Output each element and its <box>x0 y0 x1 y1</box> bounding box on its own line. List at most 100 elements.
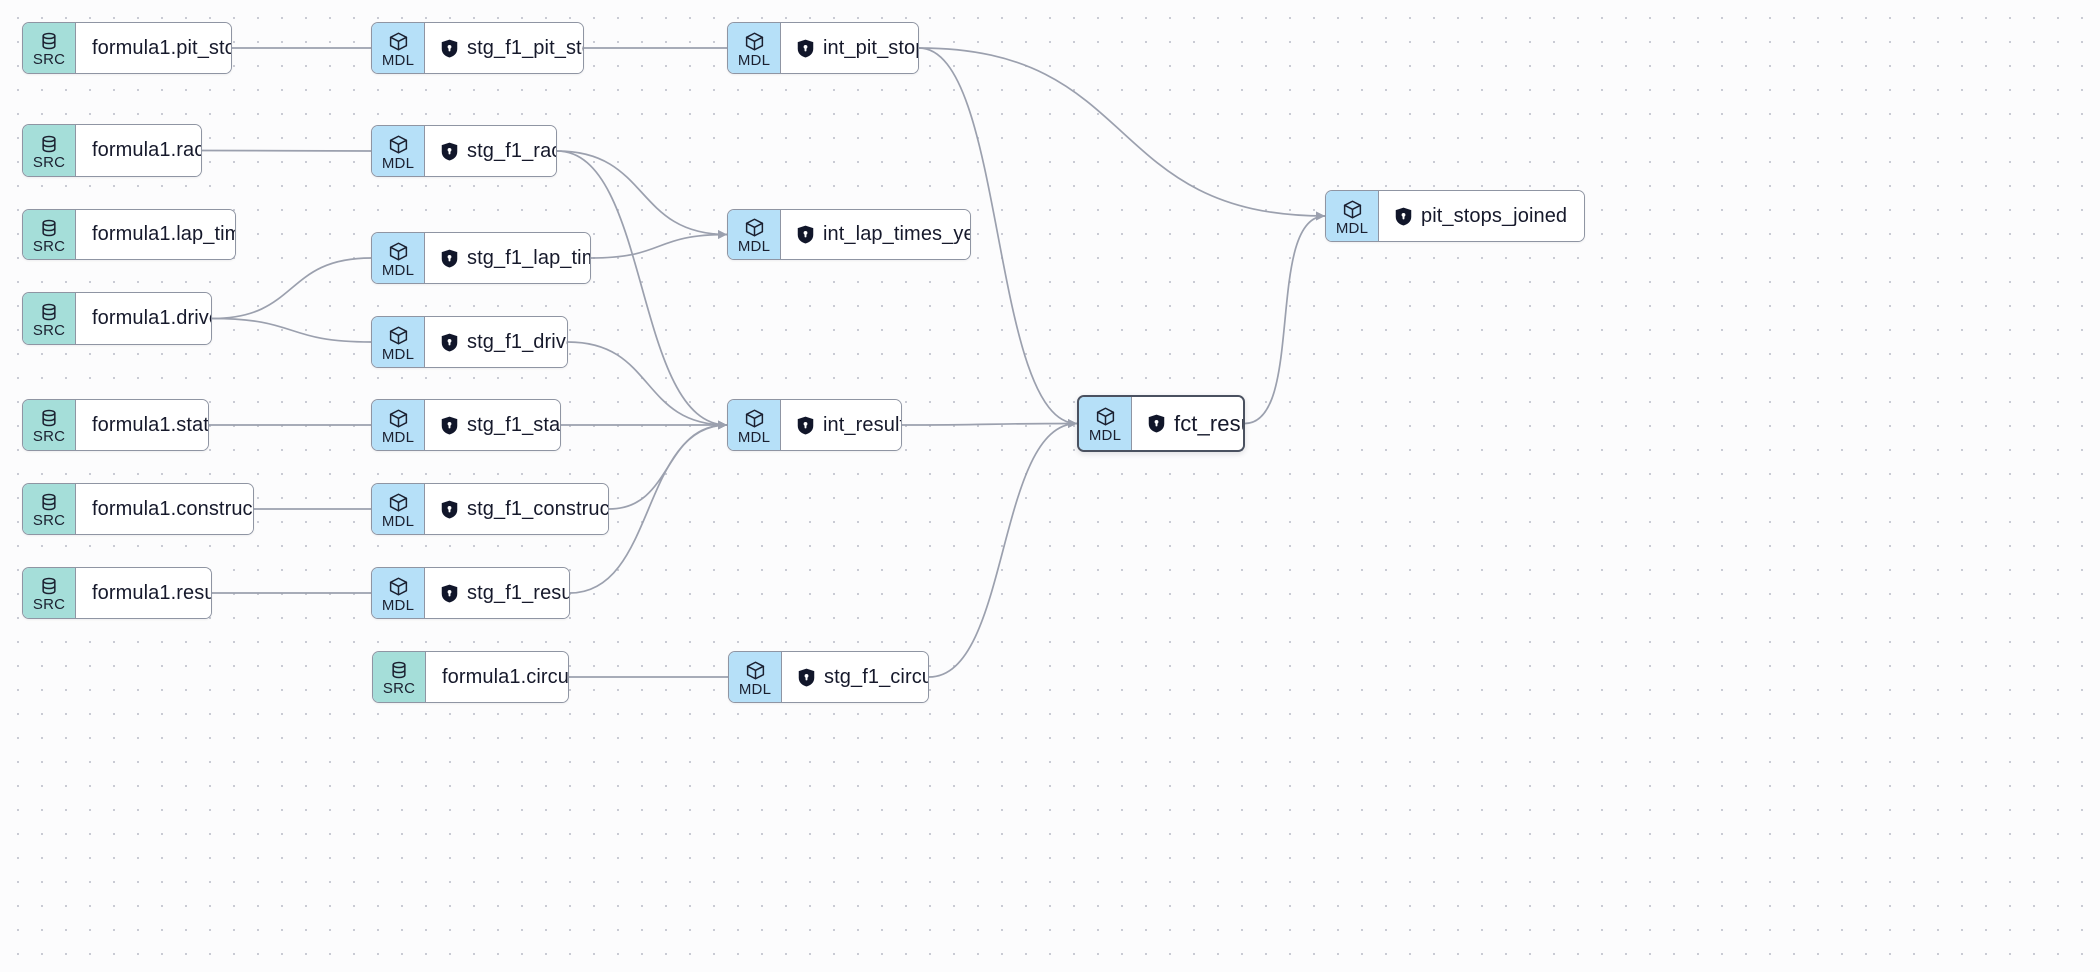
graph-edge-fct_results-to-pit_stops_joined <box>1244 215 1326 425</box>
edge-arrowhead <box>718 420 727 430</box>
graph-node-src_races[interactable]: SRC formula1.races <box>22 124 202 177</box>
node-label: formula1.constructors <box>92 497 253 520</box>
graph-node-pit_stops_joined[interactable]: MDL pit_stops_joined <box>1325 190 1585 242</box>
shield-badge-icon <box>798 668 815 686</box>
node-kind-badge-mdl: MDL <box>372 484 425 534</box>
node-label: formula1.results <box>92 581 211 604</box>
edge-arrowhead <box>1316 211 1325 221</box>
node-kind-label: MDL <box>381 51 415 69</box>
node-body[interactable]: pit_stops_joined <box>1379 191 1584 241</box>
node-label: int_results <box>823 413 901 436</box>
graph-node-src_status[interactable]: SRC formula1.status <box>22 399 209 451</box>
graph-node-int_results[interactable]: MDL int_results <box>727 399 902 451</box>
node-kind-label: MDL <box>381 345 415 363</box>
graph-node-src_constructors[interactable]: SRC formula1.constructors <box>22 483 254 535</box>
node-body[interactable]: int_results <box>781 400 901 450</box>
graph-edge-src_races-to-stg_f1_races <box>201 149 372 152</box>
node-label: formula1.drivers <box>92 307 211 329</box>
node-kind-badge-mdl: MDL <box>372 233 425 283</box>
node-body[interactable]: stg_f1_drivers <box>425 317 567 367</box>
graph-edge-stg_f1_races-to-int_results <box>556 150 728 426</box>
graph-node-int_lap_times_years[interactable]: MDL int_lap_times_years <box>727 209 971 260</box>
node-label: int_lap_times_years <box>823 223 970 245</box>
node-body[interactable]: int_lap_times_years <box>781 210 970 259</box>
node-kind-label: MDL <box>738 680 772 698</box>
graph-node-stg_f1_circuits[interactable]: MDL stg_f1_circuits <box>728 651 929 703</box>
node-kind-label: MDL <box>1335 219 1369 237</box>
node-body[interactable]: formula1.races <box>76 125 201 176</box>
graph-node-stg_f1_results[interactable]: MDL stg_f1_results <box>371 567 570 619</box>
node-label: stg_f1_pit_stops <box>467 36 583 59</box>
node-kind-badge-src: SRC <box>23 400 76 450</box>
node-label: formula1.lap_times <box>92 223 235 245</box>
node-label: formula1.status <box>92 413 209 436</box>
node-kind-badge-mdl: MDL <box>372 400 425 450</box>
node-kind-badge-src: SRC <box>23 125 76 176</box>
node-body[interactable]: stg_f1_circuits <box>782 652 928 702</box>
shield-badge-icon <box>441 500 458 518</box>
node-kind-badge-mdl: MDL <box>372 23 425 73</box>
node-kind-label: SRC <box>32 428 66 445</box>
node-kind-badge-mdl: MDL <box>728 23 781 73</box>
node-body[interactable]: int_pit_stops <box>781 23 918 73</box>
node-body[interactable]: stg_f1_lap_times <box>425 233 590 283</box>
node-label: stg_f1_lap_times <box>467 246 590 269</box>
node-kind-label: MDL <box>381 154 415 172</box>
node-kind-label: MDL <box>381 596 415 614</box>
edge-arrowhead <box>718 230 727 239</box>
node-body[interactable]: stg_f1_pit_stops <box>425 23 583 73</box>
node-kind-label: SRC <box>32 51 66 68</box>
node-body[interactable]: fct_results <box>1132 397 1243 450</box>
cube-icon <box>389 135 407 153</box>
node-label: int_pit_stops <box>823 36 918 59</box>
node-label: stg_f1_results <box>467 581 569 604</box>
cube-icon <box>745 32 763 50</box>
node-body[interactable]: formula1.pit_stops <box>76 23 231 73</box>
node-kind-label: MDL <box>381 261 415 279</box>
edge-arrowhead <box>1316 211 1325 221</box>
graph-node-stg_f1_lap_times[interactable]: MDL stg_f1_lap_times <box>371 232 591 284</box>
node-kind-label: SRC <box>32 512 66 529</box>
graph-node-stg_f1_pit_stops[interactable]: MDL stg_f1_pit_stops <box>371 22 584 74</box>
graph-edge-int_pit_stops-to-pit_stops_joined <box>918 47 1326 217</box>
node-body[interactable]: formula1.drivers <box>76 293 211 344</box>
node-label: stg_f1_circuits <box>824 665 928 688</box>
graph-node-src_pit_stops[interactable]: SRC formula1.pit_stops <box>22 22 232 74</box>
cube-icon <box>1343 200 1361 218</box>
node-body[interactable]: formula1.constructors <box>76 484 253 534</box>
node-kind-label: SRC <box>32 153 66 171</box>
graph-node-stg_f1_drivers[interactable]: MDL stg_f1_drivers <box>371 316 568 368</box>
node-body[interactable]: stg_f1_results <box>425 568 569 618</box>
node-body[interactable]: formula1.results <box>76 568 211 618</box>
node-body[interactable]: stg_f1_status <box>425 400 560 450</box>
cube-icon <box>1096 407 1114 426</box>
graph-node-src_results[interactable]: SRC formula1.results <box>22 567 212 619</box>
cube-icon <box>746 661 764 679</box>
graph-node-stg_f1_races[interactable]: MDL stg_f1_races <box>371 125 557 177</box>
node-kind-label: MDL <box>737 238 771 255</box>
node-body[interactable]: formula1.lap_times <box>76 210 235 259</box>
node-body[interactable]: formula1.status <box>76 400 209 450</box>
node-label: stg_f1_drivers <box>467 330 567 353</box>
node-label: stg_f1_races <box>467 139 556 162</box>
node-body[interactable]: formula1.circuits <box>426 652 568 702</box>
node-body[interactable]: stg_f1_races <box>425 126 556 176</box>
node-kind-label: MDL <box>737 428 771 446</box>
shield-badge-icon <box>797 225 814 244</box>
node-kind-label: SRC <box>32 596 66 613</box>
node-body[interactable]: stg_f1_constructors <box>425 484 608 534</box>
node-label: formula1.races <box>92 139 201 161</box>
node-kind-badge-src: SRC <box>373 652 426 702</box>
database-icon <box>42 409 56 427</box>
node-label: pit_stops_joined <box>1421 204 1568 227</box>
node-kind-badge-mdl: MDL <box>372 126 425 176</box>
graph-node-int_pit_stops[interactable]: MDL int_pit_stops <box>727 22 919 74</box>
shield-badge-icon <box>441 142 458 160</box>
